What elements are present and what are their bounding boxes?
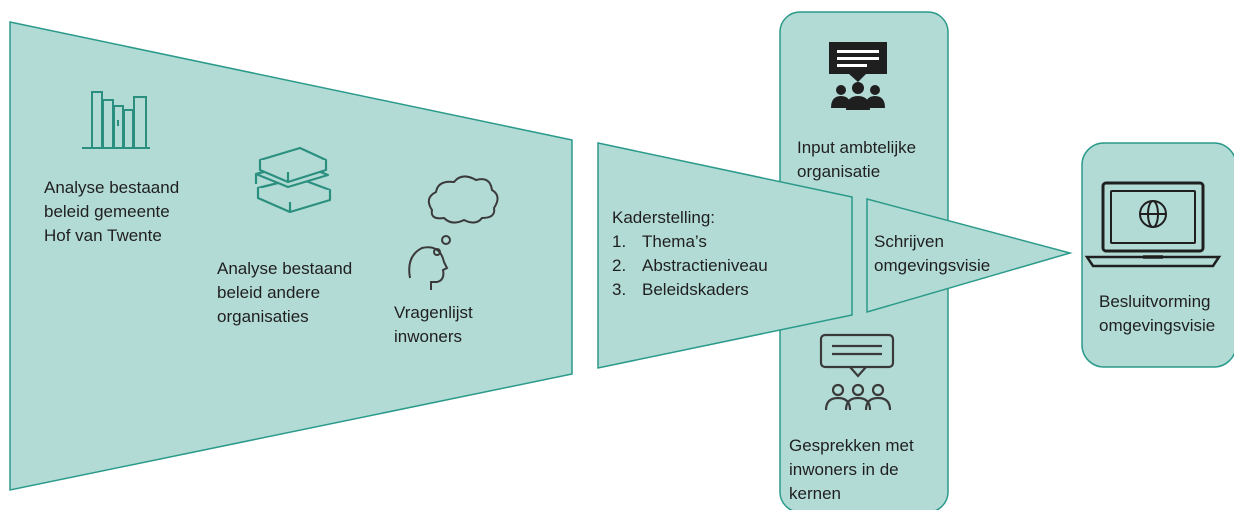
kaderstelling-list: 1. Thema’s 2. Abstractieniveau 3. Beleidska… xyxy=(612,230,768,302)
list-item-number: 2. xyxy=(612,256,627,275)
speech-bubble-people-icon xyxy=(819,333,895,411)
list-item-text: Thema’s xyxy=(642,232,707,251)
list-item: 1. Thema’s xyxy=(612,230,768,254)
list-item-text: Abstractieniveau xyxy=(642,256,768,275)
final-box-shape xyxy=(1081,142,1234,368)
vragenlijst-label: Vragenlijst inwoners xyxy=(394,303,473,346)
list-item-number: 1. xyxy=(612,232,627,251)
list-item-number: 3. xyxy=(612,280,627,299)
list-item: 2. Abstractieniveau xyxy=(612,254,768,278)
presentation-audience-icon xyxy=(829,42,887,110)
gesprekken-label: Gesprekken met inwoners in de kernen xyxy=(789,436,914,503)
thinking-head-icon xyxy=(408,175,499,290)
analyse-hof-label: Analyse bestaand beleid gemeente Hof van… xyxy=(44,178,180,245)
laptop-globe-icon xyxy=(1084,181,1222,268)
list-item: 3. Beleidskaders xyxy=(612,278,768,302)
stage1-funnel-shape xyxy=(9,21,573,491)
analyse-andere-label: Analyse bestaand beleid andere organisat… xyxy=(217,259,353,326)
input-ambtelijk-label: Input ambtelijke organisatie xyxy=(797,138,917,181)
list-item-text: Beleidskaders xyxy=(642,280,749,299)
books-shelf-icon xyxy=(82,91,150,149)
stage3-funnel-shape xyxy=(866,198,1073,313)
besluitvorming-label: Besluitvorming omgevingsvisie xyxy=(1099,292,1216,335)
stage2-funnel-shape xyxy=(597,142,853,369)
kaderstelling-title: Kaderstelling: xyxy=(612,208,716,227)
book-stack-icon xyxy=(254,146,332,214)
schrijven-label: Schrijven omgevingsvisie xyxy=(874,232,991,275)
